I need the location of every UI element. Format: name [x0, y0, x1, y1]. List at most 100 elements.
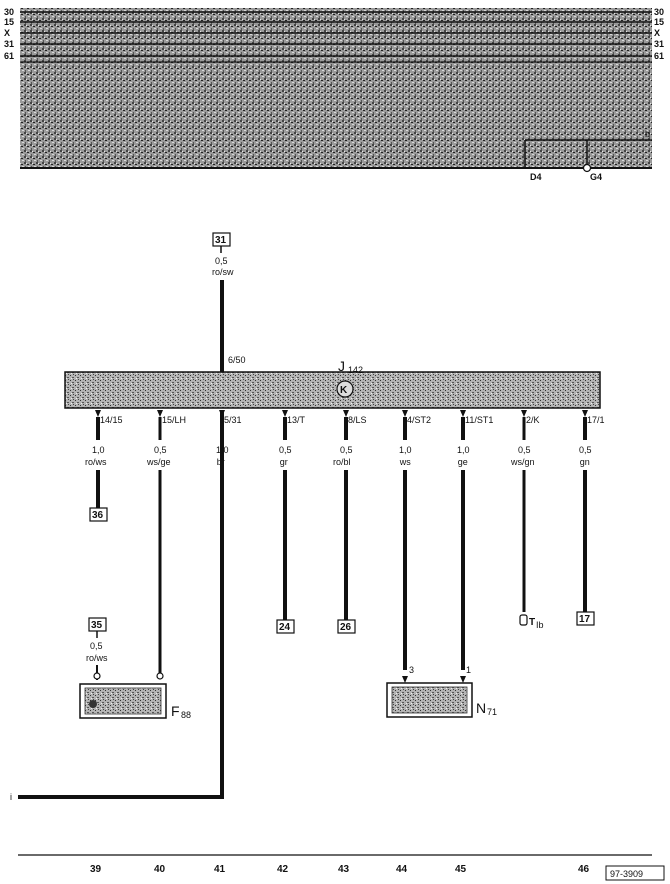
f88-name: F — [171, 703, 180, 719]
pin-arrow-icon — [521, 410, 527, 417]
bus-left-label: 61 — [4, 51, 14, 61]
b-label: b — [645, 129, 650, 139]
pin-arrow-icon — [343, 410, 349, 417]
bus-right-label: 31 — [654, 39, 664, 49]
ground-return: i — [10, 412, 224, 802]
bus-right-label: 15 — [654, 17, 664, 27]
wire-pin-label: 2/K — [526, 415, 540, 425]
column-number: 43 — [338, 864, 350, 875]
connector-t: T Ib — [519, 614, 544, 630]
bus-right-label: 61 — [654, 51, 664, 61]
figure-id: 97-3909 — [610, 869, 643, 879]
pin-arrow-icon — [460, 676, 466, 683]
n71-name: N — [476, 700, 486, 716]
wire-gauge: 1,0 — [399, 445, 412, 455]
wire-pin-label: 13/T — [287, 415, 306, 425]
pin-arrow-icon — [282, 410, 288, 417]
f88-sub: 88 — [181, 710, 191, 720]
pin-arrow-icon — [402, 410, 408, 417]
output-wire-4-st2: 4/ST2 1,0 ws — [399, 410, 431, 683]
t-name: T — [529, 617, 535, 628]
wire-color: ws/gn — [510, 457, 535, 467]
wire-gauge: 0,5 — [579, 445, 592, 455]
pin-arrow-icon — [582, 410, 588, 417]
f88-color: ro/ws — [86, 653, 108, 663]
n71-sub: 71 — [487, 707, 497, 717]
ref-box-label: 17 — [579, 614, 591, 625]
wire-color: ws/ge — [146, 457, 171, 467]
wire-color: ro/bl — [333, 457, 351, 467]
output-wire-17-1: 17/1 0,5 gn 17 — [576, 410, 605, 626]
ref-box-label: 24 — [279, 622, 291, 633]
d4-label: D4 — [530, 172, 542, 182]
ref-box-label: 26 — [340, 622, 352, 633]
column-number: 42 — [277, 864, 289, 875]
wire-gauge: 1,0 — [92, 445, 105, 455]
t-connector-icon — [519, 614, 528, 626]
ref-box-17 — [576, 611, 595, 626]
figure-id-box — [605, 865, 665, 881]
pin-arrow-icon — [402, 676, 408, 683]
module-symbol: K — [340, 385, 348, 396]
column-number: 45 — [455, 864, 467, 875]
terminal-31-feed: 31 0,5 ro/sw 6/50 — [212, 232, 246, 372]
wire-pin-label: 5/31 — [224, 415, 242, 425]
ref-box-31-label: 31 — [215, 235, 227, 246]
n71-inner — [391, 686, 468, 714]
wire-color: ge — [458, 457, 468, 467]
output-wire-15-lh: 15/LH0,5ws/ge — [146, 410, 186, 680]
f88-gauge: 0,5 — [90, 641, 103, 651]
ref-box-24 — [276, 619, 295, 634]
ref-box-label: 36 — [92, 510, 104, 521]
pin-arrow-icon — [157, 410, 163, 417]
wire-gauge: 1,0 — [457, 445, 470, 455]
control-module-j142: K J 142 — [64, 358, 601, 409]
t-sub: Ib — [536, 620, 544, 630]
module-sub: 142 — [348, 365, 363, 375]
bus-rails — [20, 11, 652, 63]
output-wire-2-k: 2/K 0,5 ws/gn — [510, 410, 540, 612]
column-number: 40 — [154, 864, 166, 875]
wire-pin-label: 11/ST1 — [465, 415, 493, 425]
column-number: 44 — [396, 864, 408, 875]
module-name: J — [338, 358, 345, 374]
f88-inner — [84, 687, 162, 715]
ref-box-36 — [89, 507, 108, 522]
wire-gauge: 0,5 — [279, 445, 292, 455]
g4-connector-icon — [582, 163, 592, 173]
wire-connector-icon — [156, 672, 164, 680]
ref-box-26 — [337, 619, 356, 634]
wire-color: ws — [399, 457, 411, 467]
wire-gauge: 0,5 — [518, 445, 531, 455]
output-wire-13-t: 13/T 0,5 gr 24 — [276, 410, 306, 634]
bus-left-label: X — [4, 28, 10, 38]
wire-color: gn — [580, 457, 590, 467]
column-number: 41 — [214, 864, 226, 875]
f88-connector-icon — [93, 672, 101, 680]
wire-pin-label: 14/15 — [100, 415, 123, 425]
pin-arrow-icon — [95, 410, 101, 417]
wire-color: gr — [280, 457, 288, 467]
bus-left-label: 30 — [4, 7, 14, 17]
switch-f88: 35 0,5 ro/ws F 88 — [79, 617, 191, 720]
ground-wire — [18, 412, 224, 799]
wire-gauge: 0,5 — [340, 445, 353, 455]
wire-pin-label: 4/ST2 — [407, 415, 431, 425]
f88-switch-icon — [89, 700, 97, 708]
wire-pin-label: 17/1 — [587, 415, 605, 425]
ref-pin: 6/50 — [228, 355, 246, 365]
pin-arrow-icon — [460, 410, 466, 417]
bus-left-label: 15 — [4, 17, 14, 27]
n71-pin-b: 1 — [466, 665, 471, 675]
bus-texture — [20, 8, 652, 168]
n71-pin-a: 3 — [409, 665, 414, 675]
ref-color: ro/sw — [212, 267, 234, 277]
